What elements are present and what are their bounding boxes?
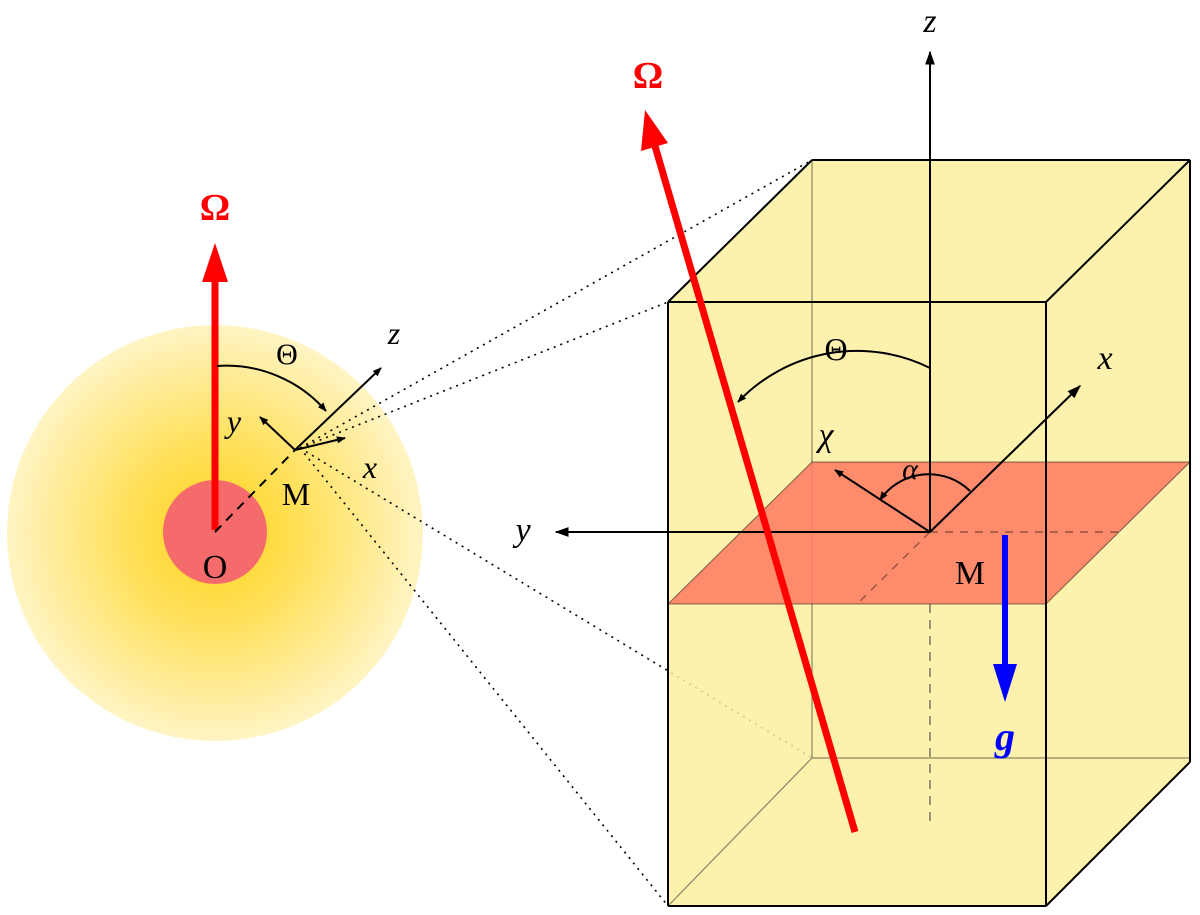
star-theta-arc [216,364,327,412]
box-x-label: x [1096,340,1112,377]
star-center-o-label: O [203,549,228,586]
star-theta-label: Θ [276,338,298,371]
box-theta-arc [737,349,931,403]
star-radius-dashed [214,449,296,533]
projection-line-top-front [299,301,669,449]
star-omega-label: Ω [200,187,230,229]
box-chi-label: χ [816,417,835,454]
star-local-x-axis [294,436,346,451]
star-view: Ω Θ z y x M O [7,187,423,741]
box-chi-vector [834,469,931,533]
star-local-z-axis [294,367,382,451]
star-local-x-label: x [362,449,377,485]
box-alpha-arc [879,473,971,501]
box-z-label: z [922,3,936,40]
star-rotation-axis-arrowhead [202,243,228,282]
box-point-m-label: M [955,555,985,592]
box-alpha-label: α [902,453,919,486]
box-rotation-axis [651,145,859,833]
star-local-y-label: y [224,403,242,439]
box-rotation-axis-arrowhead [641,110,668,151]
gravity-vector-arrowhead [993,664,1017,702]
gravity-label: g [994,714,1015,759]
box-hidden-edges [667,160,1190,907]
box-x-axis [929,385,1082,533]
box-omega-label: Ω [633,55,663,97]
plane-hidden-lines [856,531,1118,605]
box-y-label: y [512,512,531,549]
star-point-m-label: M [282,476,310,512]
box-theta-label: Θ [824,331,847,367]
star-local-y-axis [259,416,296,451]
star-local-z-label: z [387,315,401,351]
local-box-view: z y x χ α Θ M g Ω [512,3,1192,907]
box-visible-edges [667,159,1191,907]
